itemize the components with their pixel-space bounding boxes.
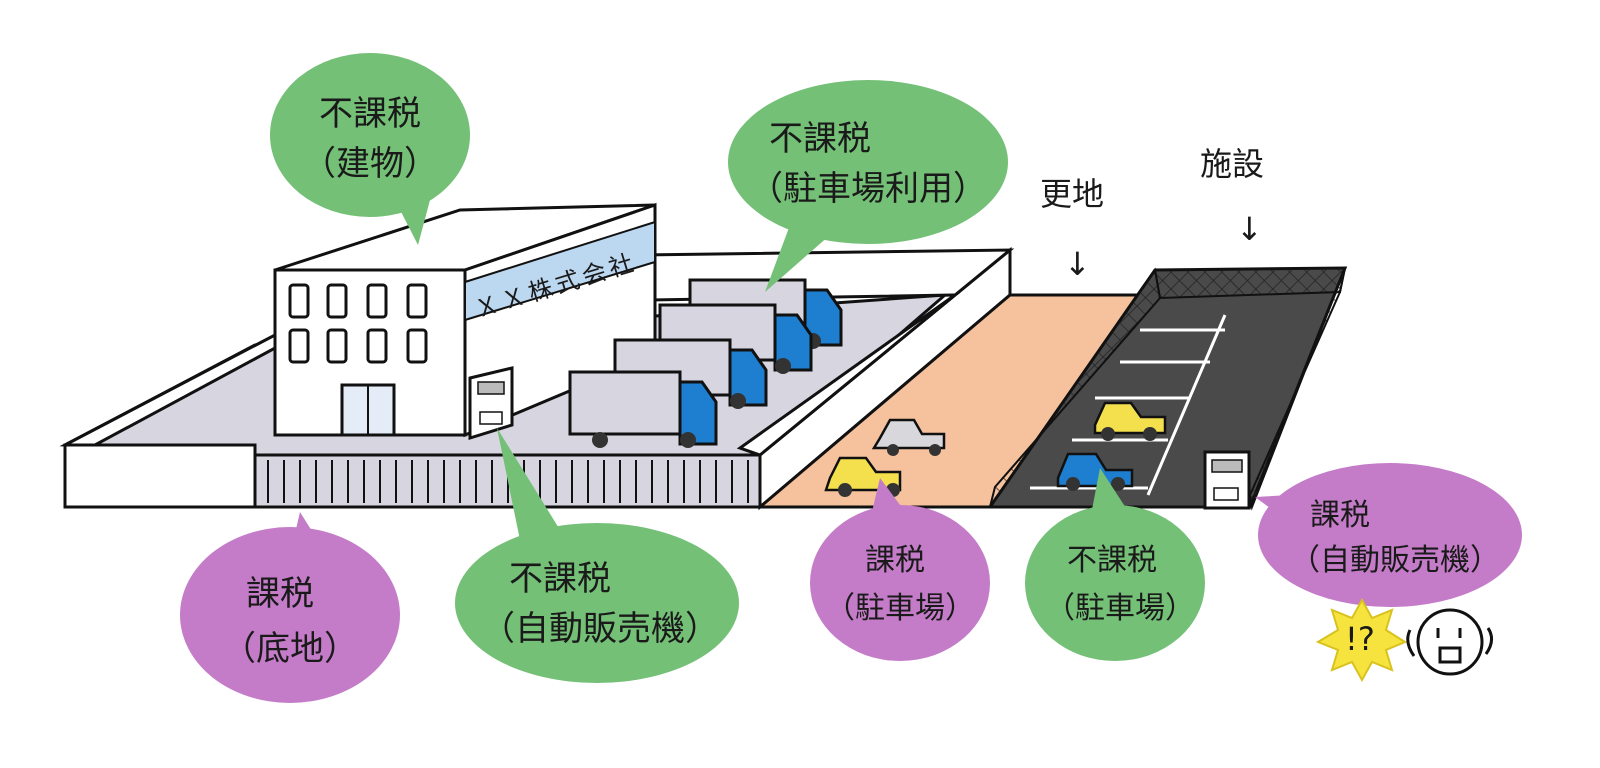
site-left-wall-front	[63, 443, 257, 509]
bubble-land: 課税 （底地）	[180, 512, 400, 703]
car-yellow-right	[1093, 401, 1167, 441]
vending-machine-left	[468, 366, 514, 441]
building-window	[326, 283, 348, 319]
building-window	[326, 328, 348, 364]
facility-arrow: ↓	[1236, 210, 1263, 248]
truck-cab	[728, 348, 768, 407]
building-windows	[288, 283, 428, 364]
svg-text:不課税: 不課税	[1067, 543, 1157, 578]
company-sign-band	[464, 220, 656, 322]
svg-text:不課税: 不課税	[769, 119, 871, 159]
truck-cargo	[568, 370, 682, 436]
building-window	[366, 283, 388, 319]
car-grey	[871, 418, 946, 456]
building-window	[288, 328, 310, 364]
svg-text:（自動販売機）: （自動販売機）	[1290, 543, 1500, 578]
svg-text:（駐車場）: （駐車場）	[825, 591, 975, 626]
svg-text:課税: 課税	[865, 543, 925, 578]
fence-slats	[267, 460, 749, 503]
svg-text:課税: 課税	[1310, 498, 1370, 533]
trucks	[568, 278, 843, 448]
svg-text:（底地）: （底地）	[222, 629, 358, 669]
truck-wheel	[775, 358, 791, 374]
vacant-lot-arrow: ↓	[1064, 245, 1091, 283]
surprised-doodle: !?	[1315, 597, 1493, 683]
svg-text:（自動販売機）: （自動販売機）	[481, 609, 719, 649]
facility-label: 施設	[1200, 145, 1264, 183]
svg-text:不課税: 不課税	[319, 94, 421, 134]
vending-machine-right	[1203, 450, 1251, 510]
face-icon	[1406, 608, 1493, 676]
bubble-building: 不課税 （建物）	[270, 53, 470, 245]
bubble-facility-parking: 不課税 （駐車場）	[1025, 468, 1205, 661]
svg-text:不課税: 不課税	[509, 559, 611, 599]
svg-text:（建物）: （建物）	[302, 144, 438, 184]
car-blue	[1056, 452, 1134, 491]
svg-text:（駐車場）: （駐車場）	[1045, 591, 1195, 626]
truck	[568, 370, 718, 448]
svg-text:課税: 課税	[246, 574, 314, 614]
bubble-vending-left: 不課税 （自動販売機）	[455, 428, 739, 683]
truck-wheel	[592, 432, 608, 448]
facility-back-fence	[1153, 266, 1347, 300]
burst-shape	[1315, 597, 1408, 683]
truck-wheel	[680, 432, 696, 448]
bubble-vending-right: 課税 （自動販売機）	[1255, 463, 1522, 607]
building-window	[366, 328, 388, 364]
stall-line	[1146, 314, 1227, 496]
truck-wheel	[730, 393, 746, 409]
truck-cab	[773, 313, 813, 372]
building-window	[406, 328, 428, 364]
bubble-lot-parking: 課税 （駐車場）	[810, 478, 990, 661]
truck-cab	[678, 380, 718, 446]
building-window	[406, 283, 428, 319]
vacant-lot-label: 更地	[1040, 175, 1104, 213]
building-window	[288, 283, 310, 319]
svg-text:（駐車場利用）: （駐車場利用）	[749, 169, 987, 209]
parking-facility	[987, 266, 1348, 511]
bubble-truck-parking: 不課税 （駐車場利用）	[728, 80, 1008, 292]
burst-text: !?	[1345, 620, 1375, 658]
